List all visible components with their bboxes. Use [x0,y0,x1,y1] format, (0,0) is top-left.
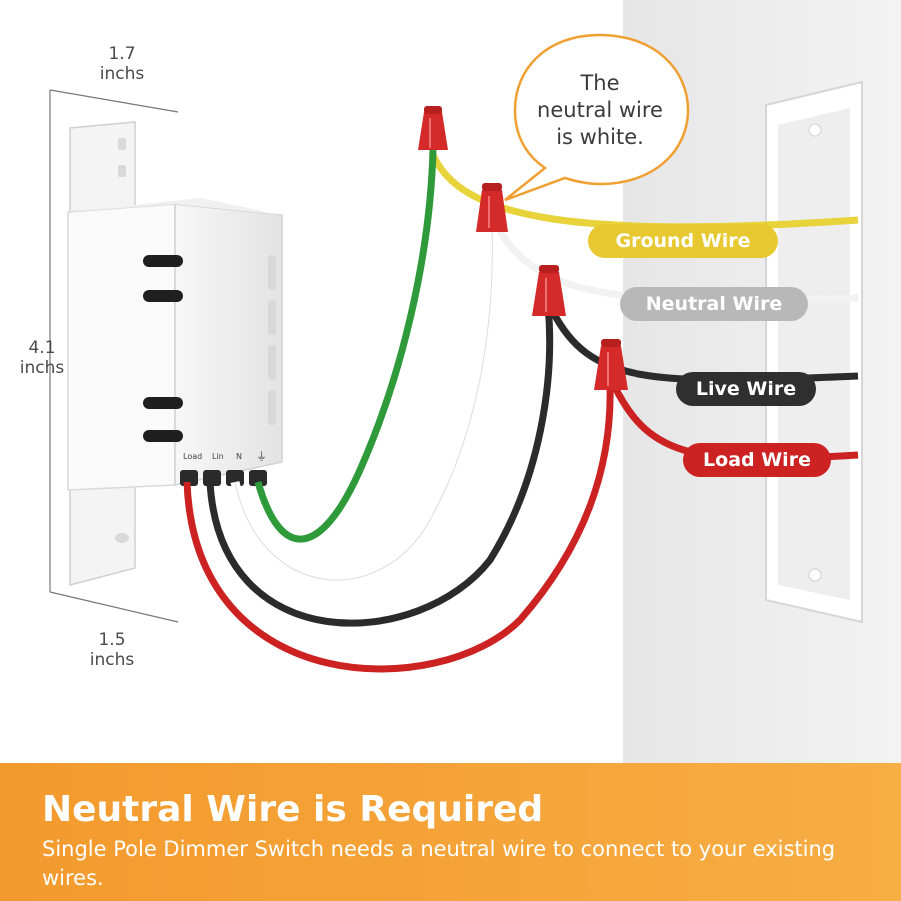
dimension-top-value: 1.7 [108,44,136,64]
dimension-left-unit: inchs [19,358,65,378]
load-wire-switch [183,384,614,673]
terminal-label-ground: ⏚ [256,450,267,463]
dimension-top-unit: inchs [99,64,145,84]
dimension-bottom: 1.5 inchs [82,630,142,670]
wall-electrical-box [765,80,863,624]
banner-description: Single Pole Dimmer Switch needs a neutra… [42,837,836,890]
callout-bubble [504,33,690,202]
dimension-left-value: 4.1 [28,338,56,358]
neutral-wire-switch-outline [234,224,493,581]
wire-nut-load [594,339,628,390]
dimmer-switch-body [67,198,283,491]
terminal-label-load: Load [183,452,203,461]
dimension-bottom-unit: inchs [89,650,135,670]
wire-nut-neutral [476,183,508,232]
load-wire-label: Load Wire [683,443,831,477]
live-wire-switch [206,304,554,627]
live-wire-label: Live Wire [676,372,816,406]
dimension-bottom-value: 1.5 [98,630,126,650]
ground-wire-switch [254,149,437,543]
dimension-left: 4.1 inchs [12,338,72,378]
terminal-label-lin: Lin [212,452,224,461]
wire-nut-ground [418,106,448,150]
info-banner: Neutral Wire is Required Single Pole Dim… [0,763,901,901]
dimension-lines [49,89,179,623]
callout-line-2: neutral wire [537,98,663,122]
callout-text: The neutral wire is white. [525,70,675,151]
terminal-label-neutral: N [236,452,242,461]
callout-line-3: is white. [556,125,644,149]
wire-nut-live [532,265,566,316]
callout-line-1: The [580,71,620,95]
dimension-top: 1.7 inchs [92,44,152,84]
ground-wire-label: Ground Wire [588,224,778,258]
neutral-wire-label: Neutral Wire [620,287,808,321]
banner-title: Neutral Wire is Required [42,789,544,830]
